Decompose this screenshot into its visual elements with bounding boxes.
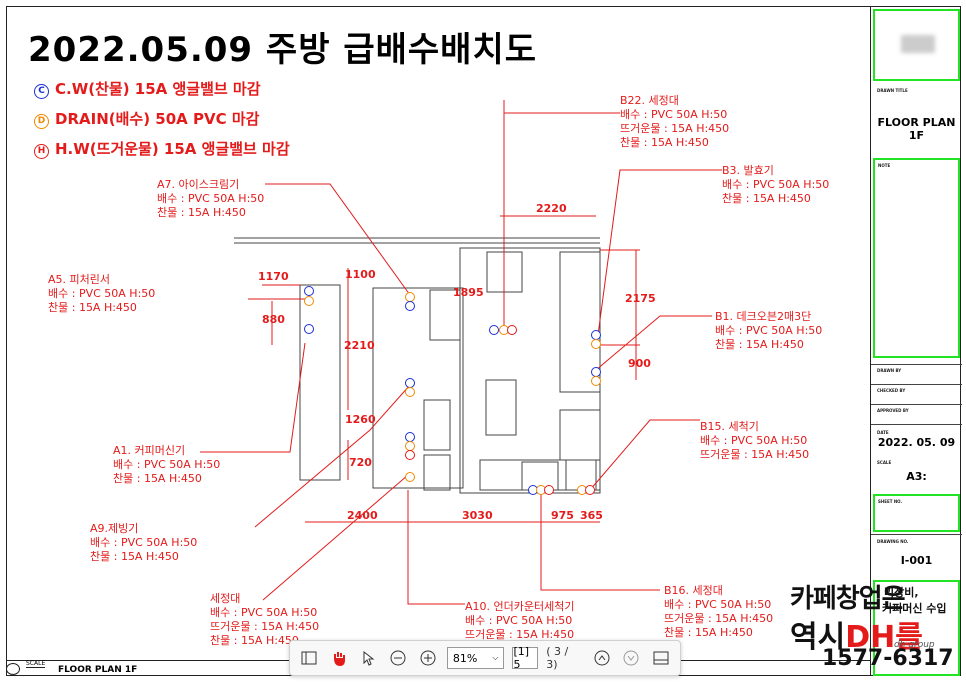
drawing-no-value: I-001 [900, 554, 933, 567]
presentation-mode-icon[interactable] [650, 647, 672, 669]
note-box: NOTE [873, 158, 960, 358]
ad-sub-text-1: 리장비, [884, 586, 919, 599]
legend-drain: D DRAIN(배수) 50A PVC 마감 [34, 108, 259, 129]
drawn-title-caption: DRAWN TITLE [877, 88, 908, 93]
dim-1100: 1100 [345, 268, 376, 281]
select-tool-icon[interactable] [358, 647, 380, 669]
legend-hot-water: H H.W(뜨거운물) 15A 앵글밸브 마감 [34, 138, 290, 159]
date-value: 2022. 05. 09 [877, 436, 956, 449]
legend-cold-water-text: C.W(찬물) 15A 앵글밸브 마감 [55, 80, 261, 98]
dim-1260: 1260 [345, 413, 376, 426]
dim-1170: 1170 [258, 270, 289, 283]
previous-page-icon[interactable] [591, 647, 613, 669]
label-a5-pitcher-rinser: A5. 피처린서 배수 : PVC 50A H:50 찬물 : 15A H:45… [48, 273, 156, 314]
dim-2210: 2210 [344, 339, 375, 352]
page-count: ( 3 / 3) [546, 645, 569, 671]
label-b16-sink: B16. 세정대 배수 : PVC 50A H:50 뜨거운물 : 15A H:… [664, 584, 774, 639]
cold-water-badge-icon: C [34, 84, 49, 99]
pdf-viewer-toolbar: 81% ⌵ [1] 5 ( 3 / 3) [289, 640, 681, 676]
ad-sub-text-2: 커피머신 수입 [882, 602, 947, 615]
scale-circle-icon [6, 663, 20, 675]
legend-hot-water-text: H.W(뜨거운물) 15A 앵글밸브 마감 [55, 140, 290, 158]
dim-1895: 1895 [453, 286, 484, 299]
dim-880: 880 [262, 313, 285, 326]
drain-badge-icon: D [34, 114, 49, 129]
dim-2220: 2220 [536, 202, 567, 215]
ad-phone: 1577-6317 [822, 646, 954, 671]
dim-365: 365 [580, 509, 603, 522]
zoom-in-icon[interactable] [417, 647, 439, 669]
sidebar-toggle-icon[interactable] [298, 647, 320, 669]
label-b22-sink: B22. 세정대 배수 : PVC 50A H:50 뜨거운물 : 15A H:… [620, 94, 730, 149]
hand-tool-icon[interactable] [328, 647, 350, 669]
ad-line-2: 역시DH를 [790, 612, 923, 656]
chevron-down-icon: ⌵ [492, 653, 499, 662]
label-b1-deck-oven: B1. 데크오븐2매3단 배수 : PVC 50A H:50 찬물 : 15A … [715, 310, 823, 351]
label-a7-ice-cream: A7. 아이스크림기 배수 : PVC 50A H:50 찬물 : 15A H:… [157, 178, 265, 219]
logo-box [873, 9, 960, 81]
label-a1-coffee-machine: A1. 커피머신기 배수 : PVC 50A H:50 찬물 : 15A H:4… [113, 444, 221, 485]
scale-value: A3: [906, 470, 927, 483]
page-title: 2022.05.09 주방 급배수배치도 [28, 30, 538, 70]
drawn-title-value: FLOOR PLAN 1F [877, 116, 956, 142]
note-caption: NOTE [878, 163, 891, 168]
legend-cold-water: C C.W(찬물) 15A 앵글밸브 마감 [34, 78, 261, 99]
ad-line-2-text: 역시 [790, 620, 846, 655]
dim-3030: 3030 [462, 509, 493, 522]
ad-line-1: 카페창업은 [790, 584, 906, 614]
scale-caption: SCALE [877, 460, 892, 465]
page-input[interactable]: [1] 5 [512, 645, 539, 671]
ad-brand: dh group [894, 640, 935, 650]
label-b3-proofer: B3. 발효기 배수 : PVC 50A H:50 찬물 : 15A H:450 [722, 164, 830, 205]
dh-advertisement: 리장비, 커피머신 수입 카페창업은 역시DH를 dh group 1577-6… [786, 578, 954, 671]
dim-720: 720 [349, 456, 372, 469]
hot-water-badge-icon: H [34, 144, 49, 159]
zoom-out-icon[interactable] [387, 647, 409, 669]
zoom-select[interactable]: 81% ⌵ [446, 647, 505, 669]
drawn-by-caption: DRAWN BY [877, 368, 902, 373]
ad-line-2-brand: DH를 [845, 620, 923, 655]
label-a9-ice-maker: A9.제빙기 배수 : PVC 50A H:50 찬물 : 15A H:450 [90, 522, 198, 563]
dim-2175: 2175 [625, 292, 656, 305]
approved-by-caption: APPROVED BY [877, 408, 909, 413]
dim-2400: 2400 [347, 509, 378, 522]
dim-975: 975 [551, 509, 574, 522]
dim-900: 900 [628, 357, 651, 370]
title-block: DRAWN TITLE FLOOR PLAN 1F NOTE DRAWN BY … [870, 6, 962, 676]
scale-bar-name: FLOOR PLAN 1F [58, 665, 138, 675]
sheet-no-caption: SHEET NO. [878, 499, 902, 504]
checked-by-caption: CHECKED BY [877, 388, 906, 393]
bottom-box [873, 580, 960, 676]
next-page-icon[interactable] [620, 647, 642, 669]
label-b15-dishwasher: B15. 세척기 배수 : PVC 50A H:50 뜨거운물 : 15A H:… [700, 420, 810, 461]
legend-drain-text: DRAIN(배수) 50A PVC 마감 [55, 110, 260, 128]
label-a10-undercounter-washer: A10. 언더카운터세척기 배수 : PVC 50A H:50 뜨거운물 : 1… [465, 600, 575, 641]
label-sink: 세정대 배수 : PVC 50A H:50 뜨거운물 : 15A H:450 찬… [210, 592, 320, 647]
date-caption: DATE [877, 430, 889, 435]
blurred-logo [901, 35, 935, 53]
drawing-no-caption: DRAWING NO. [877, 539, 909, 544]
sheet-no-box: SHEET NO. [873, 494, 960, 532]
scale-bar-caption: SCALE [26, 660, 46, 668]
zoom-value: 81% [452, 651, 478, 665]
